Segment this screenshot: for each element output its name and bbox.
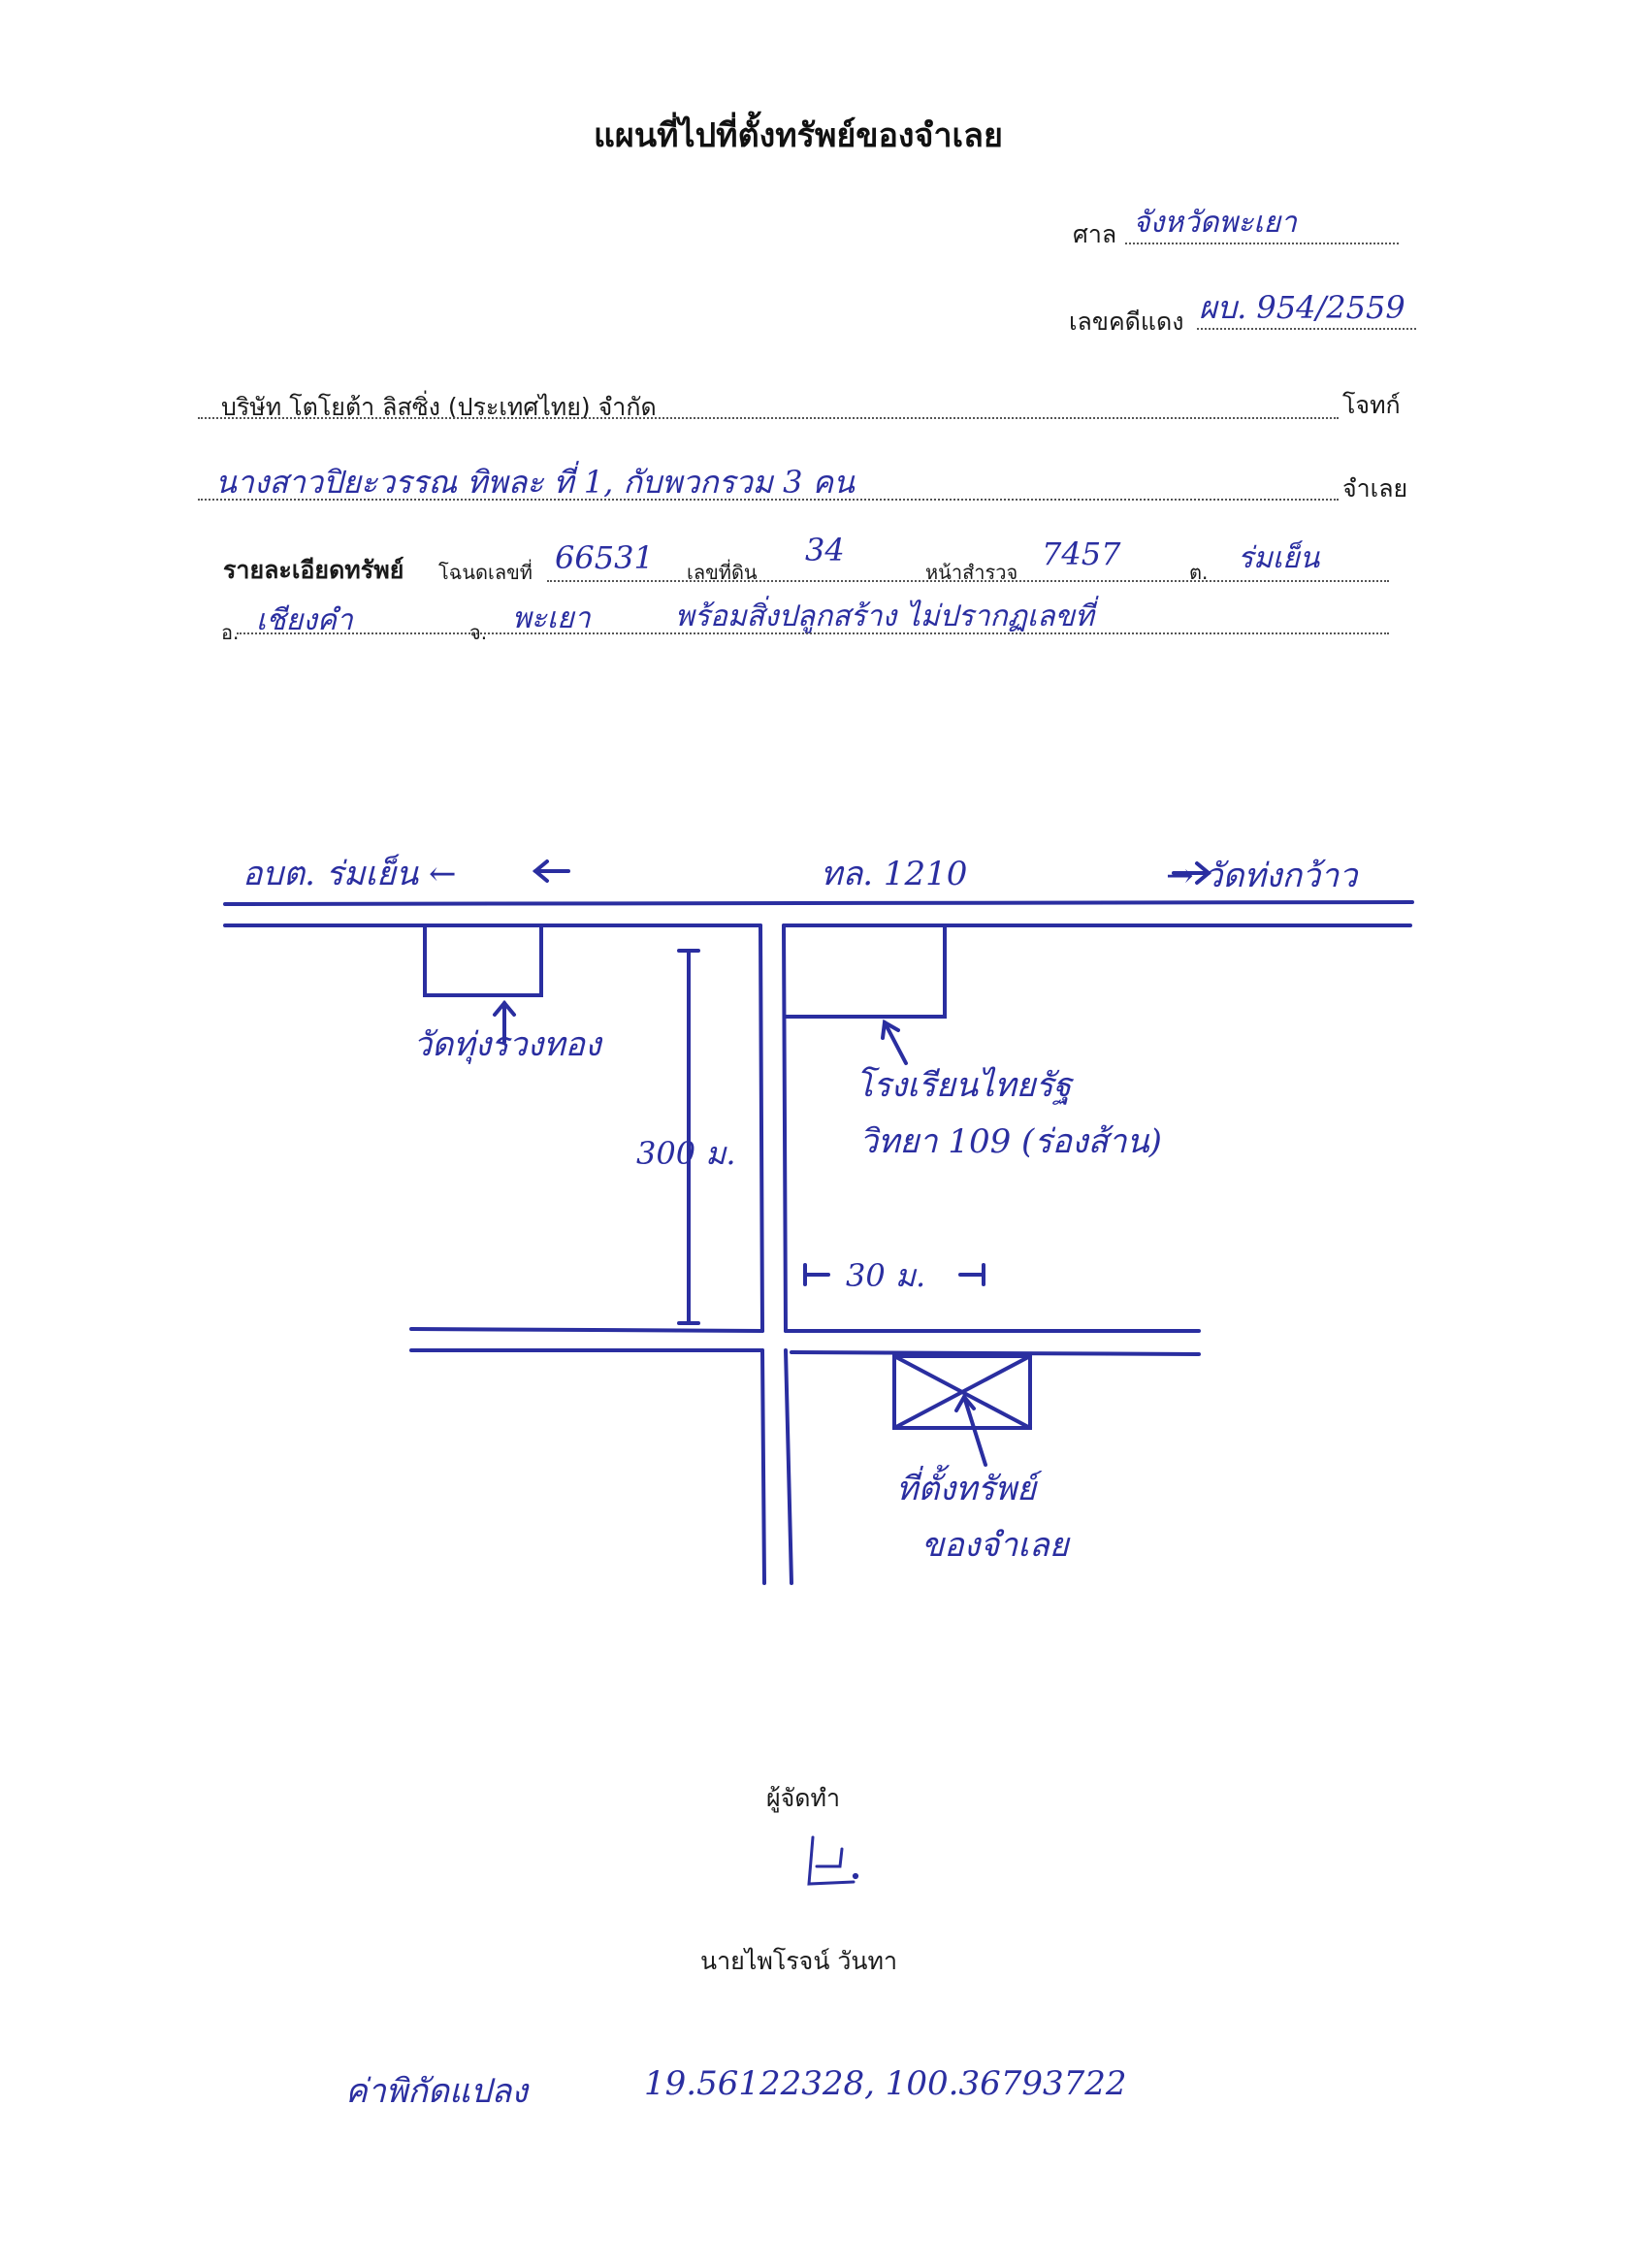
property-heading: รายละเอียดทรัพย์ <box>223 556 404 584</box>
property-dotted-line-1 <box>547 580 1389 582</box>
school-label-line2: วิทยา 109 (ร่องส้าน) <box>859 1122 1162 1161</box>
plaintiff-name: บริษัท โตโยต้า ลิสซิ่ง (ประเทศไทย) จำกัด <box>221 393 657 421</box>
subdistrict-value: ร่มเย็น <box>1238 541 1320 575</box>
property-note: พร้อมสิ่งปลูกสร้าง ไม่ปรากฏเลขที่ <box>675 599 1094 633</box>
court-label: ศาล <box>1073 220 1117 248</box>
temple-label: วัดทุ่งรวงทอง <box>413 1025 603 1064</box>
court-dotted-line <box>1125 243 1399 244</box>
road-label-highway: ทล. 1210 <box>821 855 967 893</box>
subdistrict-label: ต. <box>1189 561 1209 584</box>
property-location-label-line2: ของจำเลย <box>921 1526 1071 1565</box>
defendant-dotted-line <box>198 499 1339 501</box>
deed-label: โฉนดเลขที่ <box>438 561 533 584</box>
case-number-dotted-line <box>1197 328 1416 330</box>
school-label-line1: โรงเรียนไทยรัฐ <box>856 1066 1075 1105</box>
distance-300m-label: 300 ม. <box>636 1135 736 1172</box>
coordinates-label: ค่าพิกัดแปลง <box>345 2072 528 2111</box>
case-number-label: เลขคดีแดง <box>1069 308 1184 336</box>
land-number-value: 34 <box>805 532 845 568</box>
property-dotted-line-2 <box>237 632 1389 634</box>
plaintiff-dotted-line <box>198 417 1339 419</box>
court-value: จังหวัดพะเยา <box>1133 206 1297 240</box>
preparer-name: นายไพโรจน์ วันทา <box>700 1947 898 1975</box>
document-title: แผนที่ไปที่ตั้งทรัพย์ของจำเลย <box>594 116 1003 155</box>
deed-value: 66531 <box>555 539 654 576</box>
case-number-value: ผบ. 954/2559 <box>1199 289 1405 326</box>
road-label-right: → วัดท่งกว้าว <box>1166 857 1359 895</box>
preparer-signature <box>807 1835 859 1886</box>
survey-page-value: 7457 <box>1042 535 1121 572</box>
road-label-left: อบต. ร่มเย็น ← <box>242 854 456 893</box>
district-value: เชียงคำ <box>256 603 353 637</box>
province-value: พะเยา <box>512 601 591 635</box>
coordinates-value: 19.56122328, 100.36793722 <box>644 2064 1127 2103</box>
preparer-label: ผู้จัดทำ <box>766 1784 841 1812</box>
district-label: อ. <box>221 621 240 644</box>
plaintiff-role: โจทก์ <box>1342 391 1401 419</box>
distance-30m-label: 30 ม. <box>846 1257 925 1294</box>
property-location-label-line1: ที่ตั้งทรัพย์ <box>896 1464 1043 1508</box>
defendant-role: จำเลย <box>1342 474 1408 502</box>
defendant-name: นางสาวปิยะวรรณ ทิพละ ที่ 1, กับพวกรวม 3 … <box>215 464 855 501</box>
